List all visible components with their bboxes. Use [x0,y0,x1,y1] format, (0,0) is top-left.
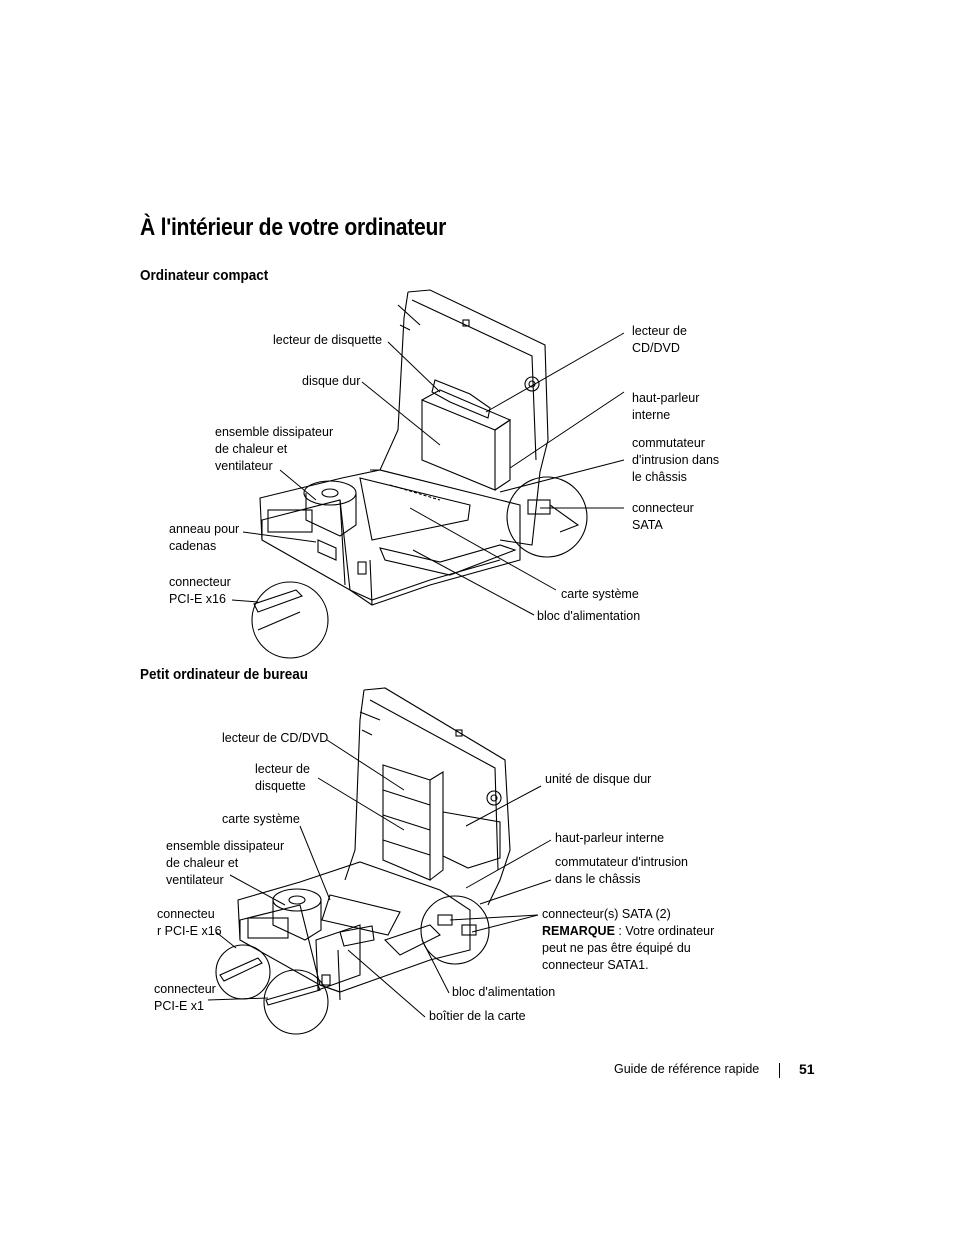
note-label: REMARQUE [542,924,615,938]
label-desktop-heatsink-fan: ensemble dissipateur de chaleur et venti… [166,839,285,887]
label-hard-drive: disque dur [302,374,361,388]
note-line: REMARQUE : Votre ordinateur [542,923,714,940]
label-desktop-sata-connectors: connecteur(s) SATA (2) REMARQUE : Votre … [542,907,715,972]
label-system-board: carte système [561,587,639,601]
footer-guide-title: Guide de référence rapide [614,1062,760,1076]
label-desktop-system-board: carte système [222,812,300,826]
label-desktop-power-supply: bloc d'alimentation [452,985,556,999]
label-heatsink-fan: ensemble dissipateur de chaleur et venti… [215,425,334,473]
label-power-supply: bloc d'alimentation [537,609,641,623]
page-number: 51 [799,1061,815,1077]
label-pcie-x16: connecteur PCI-E x16 [169,575,231,606]
label-desktop-cd-dvd-drive: lecteur de CD/DVD [222,731,329,745]
section-title-compact: Ordinateur compact [140,267,269,284]
section-title-desktop: Petit ordinateur de bureau [140,666,309,683]
page-title: À l'intérieur de votre ordinateur [140,214,447,241]
footer-separator [779,1063,780,1078]
label-desktop-floppy-drive: lecteur de disquette [255,762,310,793]
note-text: : Votre ordinateur [614,924,715,938]
label-sata-connector: connecteur SATA [632,501,694,532]
label-floppy-drive: lecteur de disquette [273,333,383,347]
label-desktop-intrusion-switch: commutateur d'intrusion dans le châssis [555,855,689,886]
label-desktop-pcie-x1: connecteur PCI-E x1 [154,982,216,1013]
label-internal-speaker: haut-parleur interne [632,391,700,422]
label-desktop-hard-drive: unité de disque dur [545,772,652,786]
label-cd-dvd-drive: lecteur de CD/DVD [632,324,687,355]
label-desktop-card-cage: boîtier de la carte [429,1009,526,1023]
label-desktop-internal-speaker: haut-parleur interne [555,831,665,845]
label-intrusion-switch: commutateur d'intrusion dans le châssis [632,436,720,484]
label-padlock-ring: anneau pour cadenas [169,522,240,553]
label-desktop-pcie-x16: connecteu r PCI-E x16 [157,907,222,938]
